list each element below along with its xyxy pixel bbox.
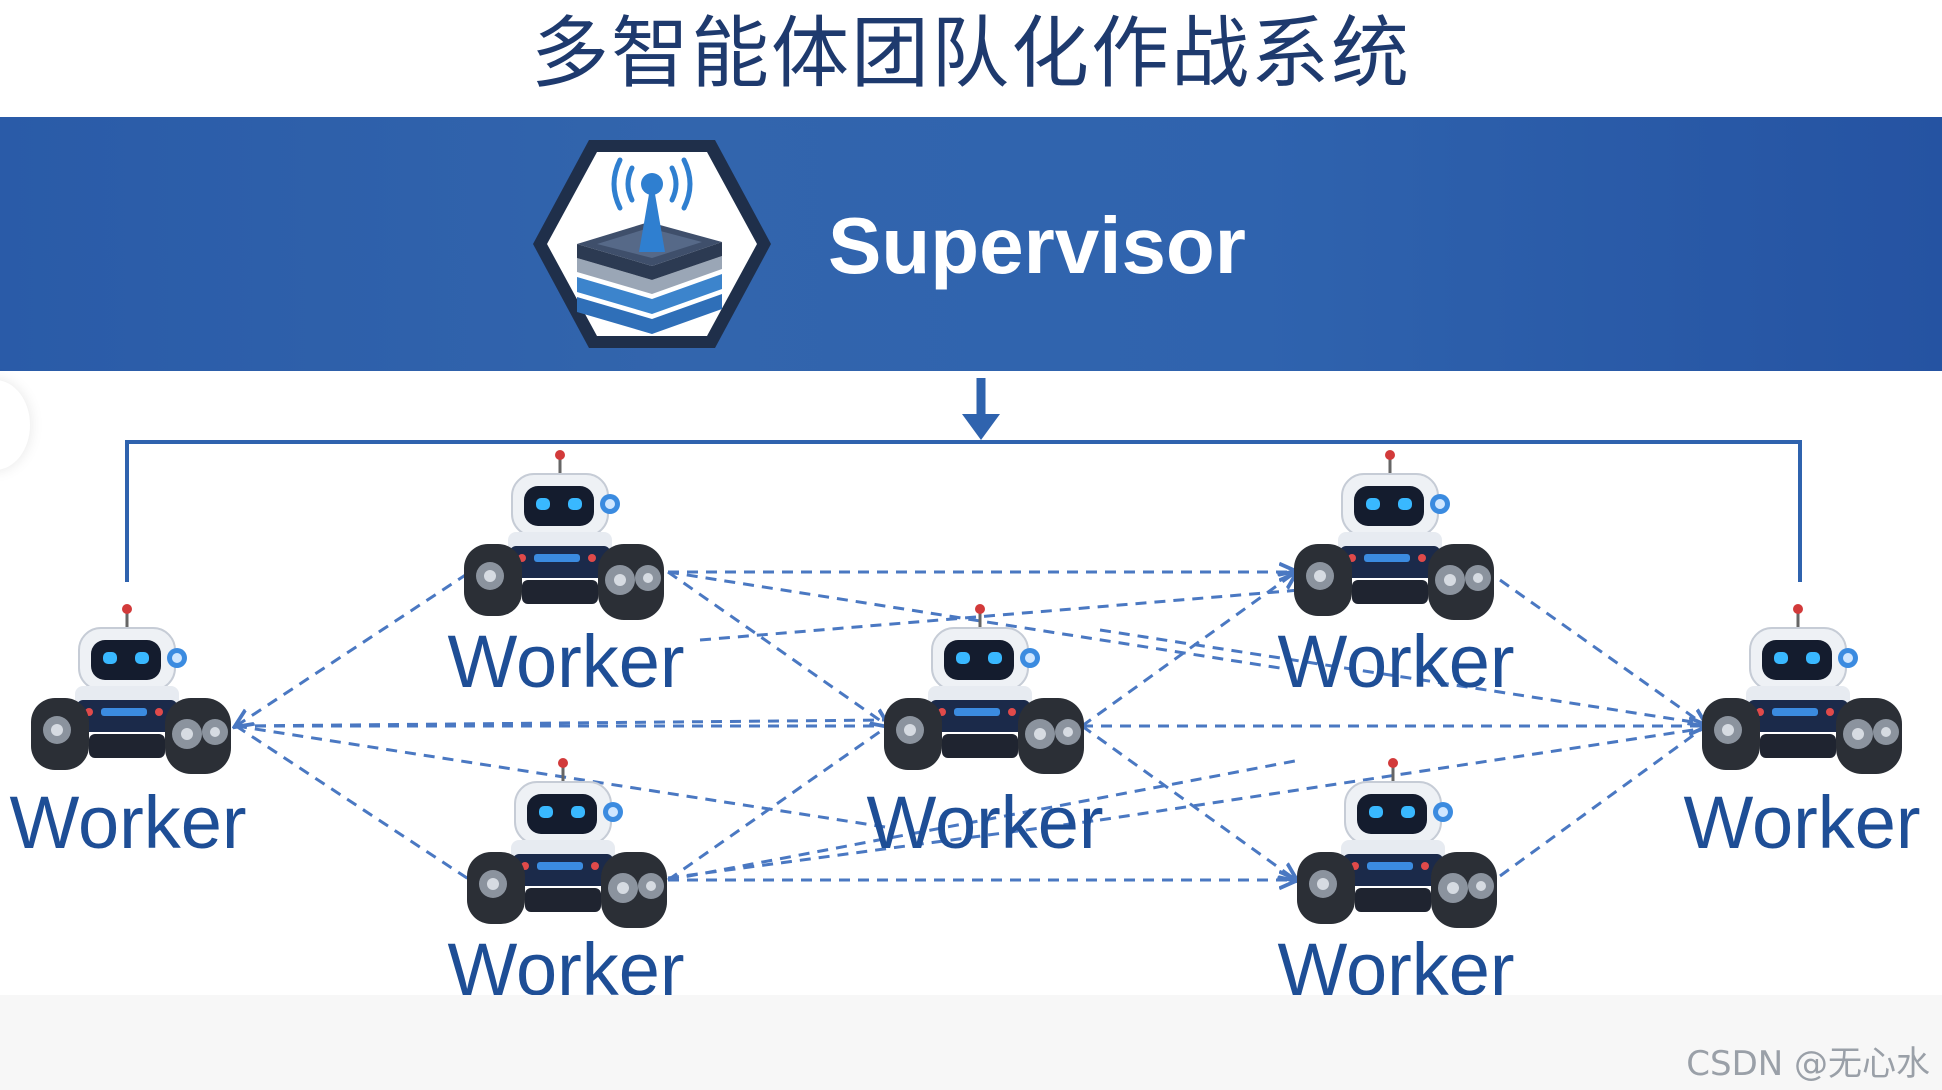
- worker-label-center: Worker: [866, 781, 1104, 864]
- robot-icon: [1292, 448, 1496, 622]
- worker-label-left: Worker: [9, 781, 247, 864]
- footer-strip: [0, 995, 1942, 1090]
- worker-label-right: Worker: [1683, 781, 1921, 864]
- page-title: 多智能体团队化作战系统: [530, 9, 1411, 99]
- robot-icon: [1700, 602, 1904, 776]
- antenna-stack-icon: [577, 157, 722, 334]
- robot-icon: [1295, 756, 1499, 930]
- worker-label-top-left: Worker: [447, 620, 685, 703]
- watermark: CSDN @无心水: [1686, 1044, 1930, 1084]
- supervisor-hexagon: [533, 140, 771, 348]
- robot-icon: [462, 448, 666, 622]
- worker-label-top-right: Worker: [1277, 620, 1515, 703]
- robot-icon: [29, 602, 233, 776]
- supervisor-banner: [0, 117, 1942, 371]
- supervisor-label: Supervisor: [828, 201, 1246, 290]
- robot-icon: [882, 602, 1086, 776]
- robot-icon: [465, 756, 669, 930]
